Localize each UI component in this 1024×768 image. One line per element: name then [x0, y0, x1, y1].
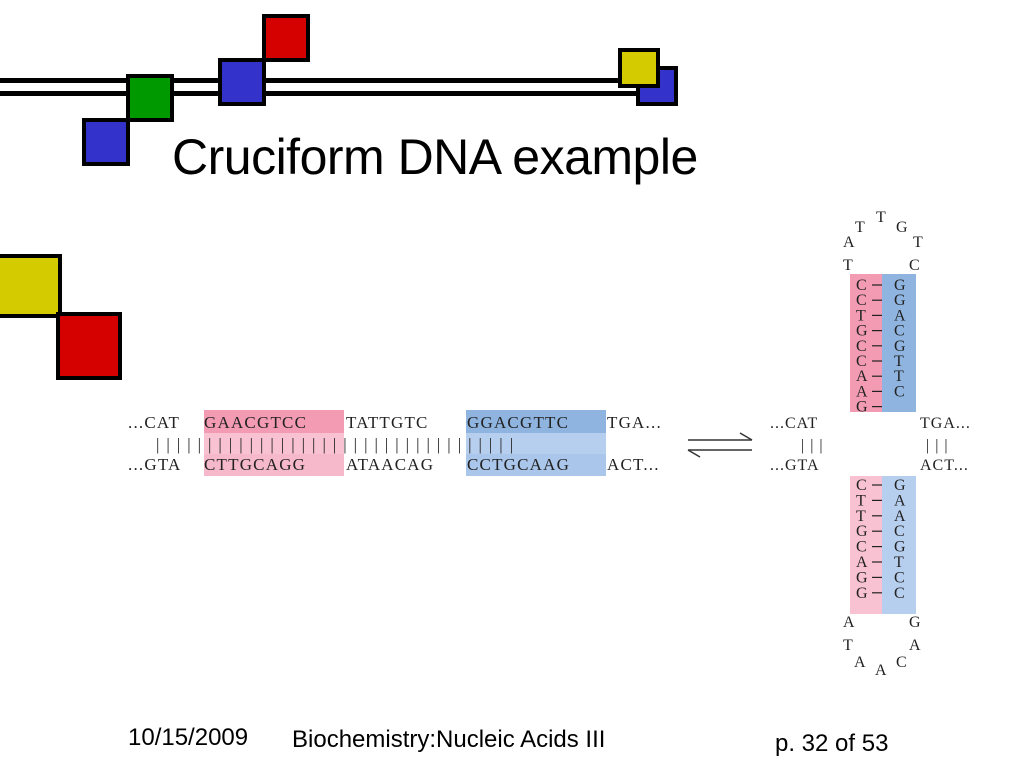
- linear-pink-highlight-top: [204, 410, 344, 433]
- lower-stem-left-strand: CTTGCAGG: [856, 477, 868, 602]
- lower-right-base-5: G: [894, 539, 906, 556]
- lower-right-base-1: G: [894, 477, 906, 494]
- slide-title: Cruciform DNA example: [172, 129, 698, 185]
- upper-left-base-4: G: [856, 323, 868, 340]
- top-loop-base-1: A: [843, 234, 855, 251]
- bottom-loop-base-5: A: [854, 654, 866, 671]
- lower-right-base-4: C: [894, 523, 905, 540]
- upper-left-base-5: C: [856, 338, 867, 355]
- arm-right-top: TGA...: [920, 415, 971, 432]
- arm-right-bottom: ACT...: [920, 457, 969, 474]
- upper-left-base-8: A: [856, 383, 868, 400]
- lower-left-base-2: T: [856, 492, 866, 509]
- upper-right-base-1: G: [894, 277, 906, 294]
- equilibrium-arrows-icon: [687, 432, 753, 458]
- top-loop-base-5: T: [913, 234, 923, 251]
- bottom-loop-base-3: T: [843, 637, 853, 654]
- upper-left-base-9: G: [856, 399, 868, 416]
- linear-pink-highlight-bottom: [204, 454, 344, 476]
- footer-page-number: p. 32 of 53: [775, 730, 889, 757]
- deco-square-blue-top: [218, 58, 266, 106]
- bottom-loop-base-1: A: [843, 614, 855, 631]
- lower-left-base-5: C: [856, 539, 867, 556]
- linear-blue-highlight-mid: [466, 433, 606, 454]
- lower-stem-pink: [850, 476, 882, 614]
- top-loop-base-6: C: [909, 257, 920, 274]
- linear-pair-marks: |||||||||||||||||||||||||||||||||||: [156, 435, 520, 454]
- upper-right-base-8: C: [894, 383, 905, 400]
- deco-square-red-left: [56, 312, 122, 380]
- header-rule-bottom: [0, 91, 672, 96]
- upper-stem-pink: [850, 274, 882, 412]
- upper-right-base-5: G: [894, 338, 906, 355]
- upper-right-base-6: T: [894, 353, 904, 370]
- lower-left-base-3: T: [856, 508, 866, 525]
- lower-right-base-3: A: [894, 508, 906, 525]
- upper-left-base-3: T: [856, 307, 866, 324]
- upper-left-base-2: C: [856, 292, 867, 309]
- arm-right-bars: |||: [926, 437, 954, 454]
- arm-left-bars: |||: [801, 437, 829, 454]
- upper-right-base-3: A: [894, 307, 906, 324]
- lower-left-base-4: G: [856, 523, 868, 540]
- arm-left-top: ...CAT: [770, 415, 818, 432]
- deco-square-blue-left: [82, 118, 130, 166]
- lower-right-base-2: A: [894, 492, 906, 509]
- lower-right-base-8: C: [894, 585, 905, 602]
- header-rule-top: [0, 78, 672, 83]
- top-loop-base-2: T: [855, 219, 865, 236]
- lower-right-base-6: T: [894, 554, 904, 571]
- lower-stem-blue: [882, 476, 916, 614]
- lower-left-base-8: G: [856, 585, 868, 602]
- footer-course: Biochemistry:Nucleic Acids III: [292, 726, 606, 753]
- top-loop-base-4: G: [896, 219, 908, 236]
- bottom-loop-base-2: G: [909, 614, 921, 631]
- lower-left-base-7: G: [856, 569, 868, 586]
- upper-stem-pair-dashes: [872, 284, 882, 408]
- upper-right-base-4: C: [894, 323, 905, 340]
- deco-square-red-top: [262, 14, 310, 62]
- upper-left-base-7: A: [856, 368, 868, 385]
- deco-square-green: [126, 74, 174, 122]
- bottom-loop-base-7: C: [896, 654, 907, 671]
- bottom-loop-base-6: A: [875, 662, 887, 679]
- lower-stem-pair-dashes: [872, 484, 882, 594]
- upper-left-base-6: C: [856, 353, 867, 370]
- upper-left-base-1: C: [856, 277, 867, 294]
- lower-left-base-1: C: [856, 477, 867, 494]
- upper-right-base-2: G: [894, 292, 906, 309]
- footer-date: 10/15/2009: [128, 724, 249, 751]
- top-loop-base-7: T: [843, 257, 853, 274]
- upper-stem-blue: [882, 274, 916, 412]
- deco-square-yellow-left: [0, 254, 62, 318]
- lower-stem-right-strand: GAACGTCC: [894, 477, 906, 602]
- upper-right-base-7: T: [894, 368, 904, 385]
- lower-left-base-6: A: [856, 554, 868, 571]
- bottom-loop-base-4: A: [909, 637, 921, 654]
- linear-blue-highlight-top: [466, 410, 606, 433]
- top-loop-base-3: T: [876, 209, 886, 226]
- linear-pink-highlight-mid: [204, 433, 344, 454]
- linear-blue-highlight-bottom: [466, 454, 606, 476]
- lower-right-base-7: C: [894, 569, 905, 586]
- upper-stem-right-strand: GGACGTTC: [894, 277, 906, 400]
- arm-left-bottom: ...GTA: [770, 457, 820, 474]
- deco-square-yellow-right: [618, 48, 660, 88]
